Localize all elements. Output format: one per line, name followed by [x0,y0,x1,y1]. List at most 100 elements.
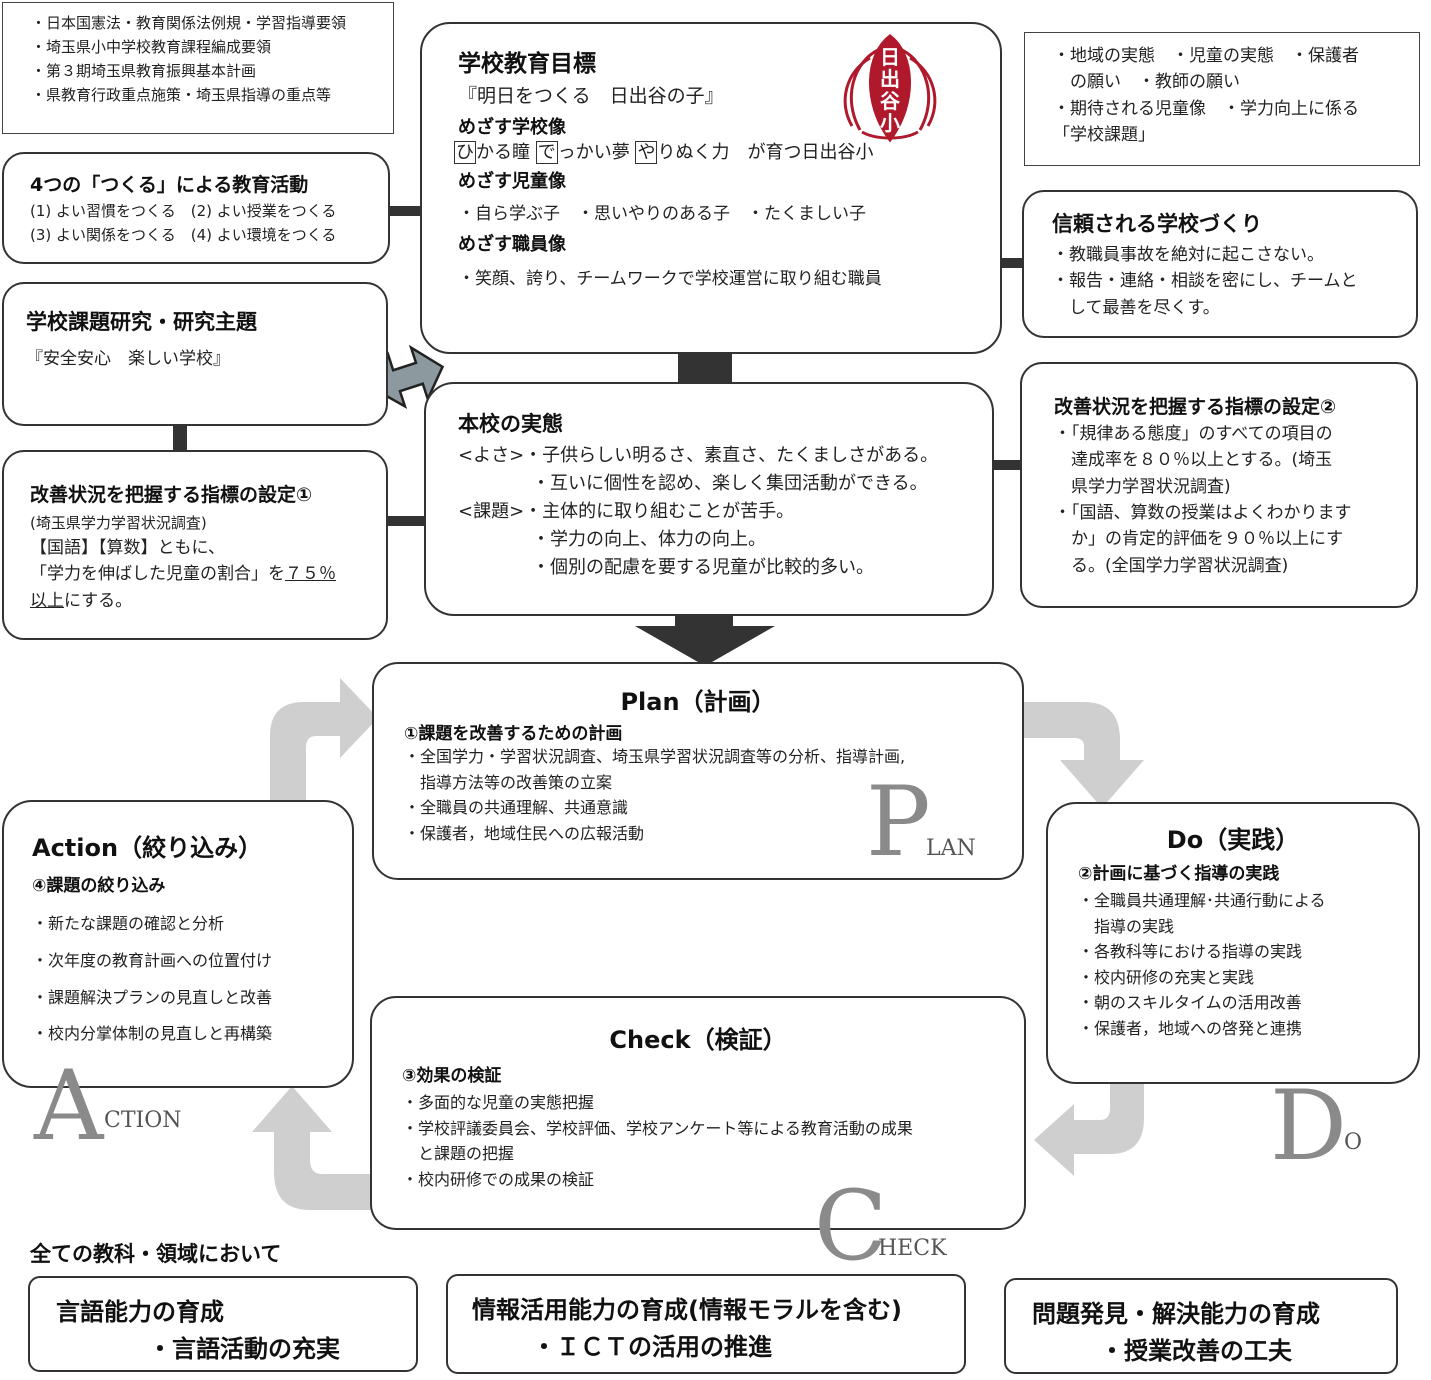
indicator2-title: 改善状況を把握する指標の設定② [1054,396,1337,418]
plan-line: ・全国学力・学習状況調査、埼玉県学習状況調査等の分析、指導計画, [404,747,906,766]
do-line: ・朝のスキルタイムの活用改善 [1078,993,1302,1013]
actual-title: 本校の実態 [458,412,563,436]
action-title: Action（絞り込み） [32,834,263,862]
connector-indicator1-actual [388,516,424,526]
context-line: の願い ・教師の願い [1053,72,1240,93]
indicator1-line: 「学力を伸ばした児童の割合」を７５％ [30,561,386,587]
do-title: Do（実践） [1166,826,1300,854]
indicator2-box: 改善状況を把握する指標の設定② ・「規律ある態度」のすべての項目の 達成率を８０… [1020,362,1418,608]
do-initial: D [1270,1070,1347,1182]
goal-school-part: っかい夢 [557,142,630,164]
plan-line: ・全職員の共通理解、共通意識 [404,798,629,818]
emblem-text: 日出谷小 [880,45,900,135]
plan-word: LAN [926,836,976,861]
action-subtitle: ④課題の絞り込み [32,876,166,896]
goal-title: 学校教育目標 [458,51,596,77]
goal-school-part: かる瞳 [476,142,530,164]
cycle-arrow-action-plan [270,678,378,816]
plan-line: 指導方法等の改善策の立案 [404,772,613,792]
all-subjects-heading: 全ての教科・領域において [30,1242,282,1266]
connector-research-indicator1 [173,426,187,452]
goal-child-label: めざす児童像 [458,171,566,193]
context-box: ・地域の実態 ・児童の実態 ・保護者 の願い ・教師の願い ・期待される児童像 … [1024,32,1420,166]
indicator1-line: 以上にする。 [30,588,386,614]
connector-goal-trust [1000,258,1024,268]
indicator2-line: る。(全国学力学習状況調査) [1054,555,1289,576]
basis-line: ・埼玉県小中学校教育課程編成要領 [31,38,272,56]
action-line: ・課題解決プランの見直しと改善 [32,987,273,1007]
goal-school-part: りぬく力 が育つ日出谷小 [657,142,874,164]
action-word: CTION [104,1108,182,1133]
bottom-title: 問題発見・解決能力の育成 [1032,1300,1320,1328]
do-box: Do（実践） ②計画に基づく指導の実践 ・全職員共通理解･共通行動による 指導の… [1046,802,1420,1084]
action-box: Action（絞り込み） ④課題の絞り込み ・新たな課題の確認と分析 ・次年度の… [2,800,354,1088]
plan-line: ・保護者，地域住民への広報活動 [404,823,645,843]
plan-subtitle: ①課題を改善するための計画 [404,724,623,744]
goal-school-text: ひかる瞳 でっかい夢 やりぬく力 が育つ日出谷小 [454,139,1000,167]
action-line: ・校内分掌体制の見直しと再構築 [32,1024,273,1044]
basis-line: ・県教育行政重点施策・埼玉県指導の重点等 [31,86,332,104]
indicator1-line: 【国語】【算数】ともに、 [30,538,225,558]
indicator1-target: ７５％ [285,564,336,585]
action-line: ・次年度の教育計画への位置付け [32,950,273,970]
action-initial: A [34,1050,104,1162]
indicator2-line: 県学力学習状況調査) [1054,476,1231,497]
language-ability-box: 言語能力の育成 ・言語活動の充実 [28,1276,418,1372]
actual-line: ・互いに個性を認め、楽しく集団活動ができる。 [532,472,928,494]
trust-line: ・報告・連絡・相談を密にし、チームと [1052,271,1358,292]
check-word: HECK [878,1236,947,1261]
check-box: Check（検証） ③効果の検証 ・多面的な児童の実態把握 ・学校評議委員会、学… [370,996,1026,1230]
tsukuru-title: 4つの「つくる」による教育活動 [30,174,309,196]
indicator1-box: 改善状況を把握する指標の設定① (埼玉県学力学習状況調査) 【国語】【算数】とも… [2,450,388,640]
check-line: ・多面的な児童の実態把握 [402,1093,595,1112]
tsukuru-box: 4つの「つくる」による教育活動 (1) よい習慣をつくる (2) よい授業をつく… [2,152,390,264]
connector-tsukuru-goal [388,206,422,216]
trust-box: 信頼される学校づくり ・教職員事故を絶対に起こさない。 ・報告・連絡・相談を密に… [1022,190,1418,338]
actual-line: ・学力の向上、体力の向上。 [532,528,766,550]
indicator1-line: (埼玉県学力学習状況調査) [30,514,207,532]
indicator2-line: 達成率を８０％以上とする。(埼玉 [1054,450,1333,471]
basis-line: ・日本国憲法・教育関係法例規・学習指導要領 [31,14,347,32]
tsukuru-row-2: (3) よい関係をつくる (4) よい環境をつくる [30,226,337,244]
check-line: ・校内研修での成果の検証 [402,1169,595,1189]
context-line: ・地域の実態 ・児童の実態 ・保護者 [1053,46,1359,66]
current-state-box: 本校の実態 <よさ>・子供らしい明るさ、素直さ、たくましさがある。 ・互いに個性… [424,382,994,616]
research-box: 学校課題研究・研究主題 『安全安心 楽しい学校』 [2,282,388,426]
down-arrow-icon [635,612,775,666]
school-emblem-logo: 日出谷小 [832,32,948,144]
do-line: ・校内研修の充実と実践 [1078,967,1255,987]
goal-initial: ひ [454,141,476,165]
basis-box: ・日本国憲法・教育関係法例規・学習指導要領 ・埼玉県小中学校教育課程編成要領 ・… [2,2,394,134]
plan-box: Plan（計画） ①課題を改善するための計画 ・全国学力・学習状況調査、埼玉県学… [372,662,1024,880]
indicator1-title: 改善状況を把握する指標の設定① [30,484,313,506]
research-title: 学校課題研究・研究主題 [26,310,257,334]
trust-line: して最善を尽くす。 [1052,297,1220,318]
check-title: Check（検証） [609,1026,787,1054]
basis-line: ・第３期埼玉県教育振興基本計画 [31,62,257,80]
leaf-emblem-icon [843,34,937,143]
cycle-arrow-do-check [1034,1068,1144,1176]
plan-title: Plan（計画） [620,688,776,716]
trust-line: ・教職員事故を絶対に起こさない。 [1052,245,1324,265]
cycle-arrow-check-action [252,1086,376,1210]
do-line: ・各教科等における指導の実践 [1078,942,1303,962]
bottom-subtitle: ・ＩＣＴの活用の推進 [532,1333,772,1361]
bottom-title: 情報活用能力の育成(情報モラルを含む) [472,1296,902,1324]
actual-line: ・個別の配慮を要する児童が比較的多い。 [532,556,874,578]
research-theme: 『安全安心 楽しい学校』 [26,349,230,369]
do-line: ・全職員共通理解･共通行動による [1078,891,1326,910]
indicator2-line: ・「国語、算数の授業はよくわかります [1054,503,1352,524]
do-subtitle: ②計画に基づく指導の実践 [1078,864,1280,884]
indicator2-line: ・「規律ある態度」のすべての項目の [1054,424,1333,444]
goal-child-text: ・自ら学ぶ子 ・思いやりのある子 ・たくましい子 [458,204,866,225]
check-line: ・学校評議委員会、学校評価、学校アンケート等による教育活動の成果 [402,1118,913,1138]
check-initial: C [814,1170,888,1282]
indicator1-target: 以上 [30,590,64,611]
info-ability-box: 情報活用能力の育成(情報モラルを含む) ・ＩＣＴの活用の推進 [446,1274,966,1374]
connector-actual-indicator2 [992,460,1020,470]
indicator2-line: か」の肯定的評価を９０％以上にす [1054,529,1344,550]
do-word: O [1344,1130,1363,1155]
problem-solving-box: 問題発見・解決能力の育成 ・授業改善の工夫 [1004,1278,1398,1374]
context-line: 「学校課題」 [1053,125,1155,146]
tsukuru-row-1: (1) よい習慣をつくる (2) よい授業をつくる [30,202,337,220]
